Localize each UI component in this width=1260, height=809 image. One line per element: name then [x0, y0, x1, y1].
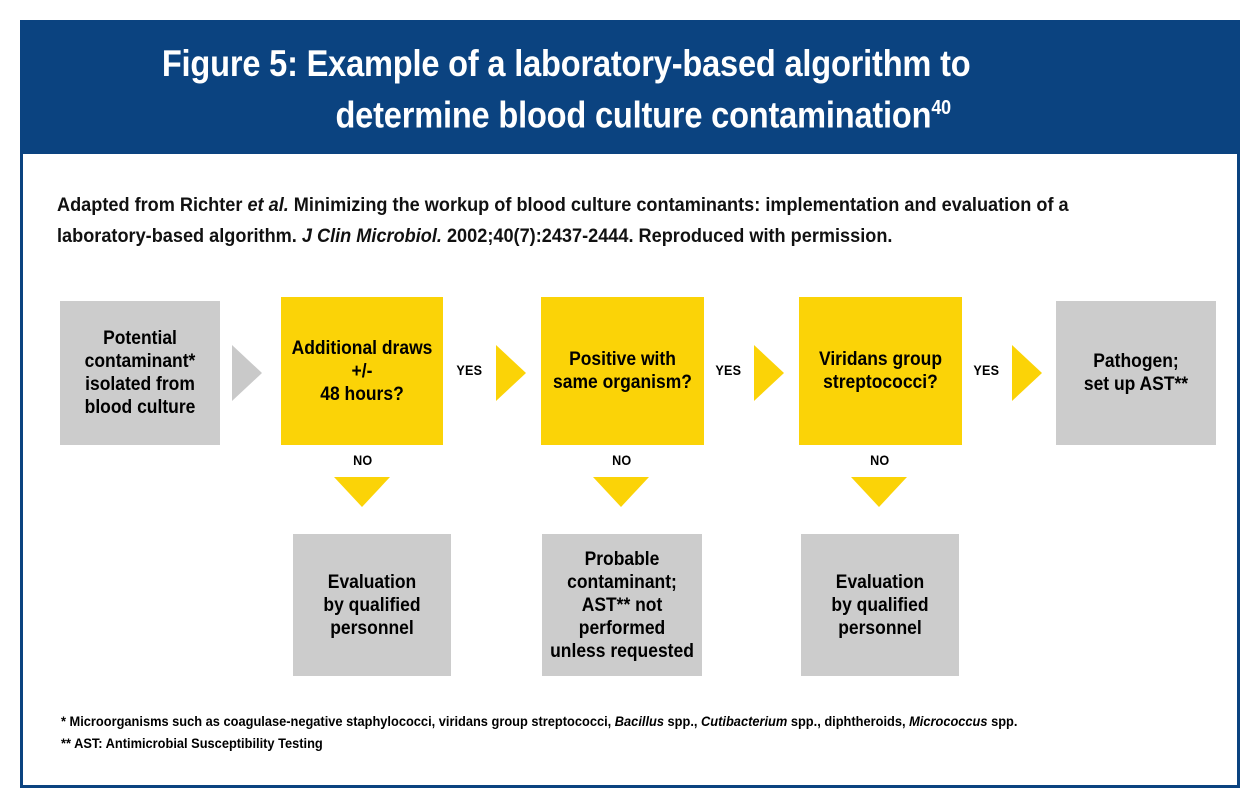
figure-title-reference: 40: [931, 97, 951, 119]
figure-footnotes: * Microorganisms such as coagulase-negat…: [61, 711, 1135, 755]
arrow-yes-1-icon: [496, 345, 526, 401]
arrow-no-2-icon: [593, 477, 649, 507]
flow-node-decision-additional-draws-label: Additional draws +/- 48 hours?: [291, 337, 433, 405]
flow-node-decision-positive-same-organism: Positive with same organism?: [541, 297, 704, 445]
arrow-label-no-3: NO: [870, 452, 890, 468]
footnote-1-d: spp.: [987, 714, 1018, 729]
source-part1: Adapted from Richter: [57, 194, 248, 216]
flow-node-decision-viridans-group-streptococci: Viridans group streptococci?: [799, 297, 962, 445]
source-italic-etal: et al.: [247, 194, 289, 216]
arrow-label-no-2: NO: [612, 452, 632, 468]
arrow-label-no-1: NO: [353, 452, 373, 468]
arrow-label-yes-2: YES: [715, 362, 742, 378]
flow-node-outcome-evaluation-2-label: Evaluation by qualified personnel: [831, 571, 929, 639]
source-part3: 2002;40(7):2437-2444. Reproduced with pe…: [441, 225, 893, 247]
flow-node-decision-additional-draws: Additional draws +/- 48 hours?: [281, 297, 443, 445]
flow-node-start: Potential contaminant* isolated from blo…: [60, 301, 220, 445]
footnote-microorganisms: * Microorganisms such as coagulase-negat…: [61, 711, 1135, 733]
flow-node-decision-positive-same-organism-label: Positive with same organism?: [553, 349, 692, 393]
flow-node-decision-viridans-group-streptococci-label: Viridans group streptococci?: [818, 349, 943, 393]
flow-node-outcome-probable-contaminant-label: Probable contaminant; AST** not performe…: [550, 548, 694, 662]
flowchart: Potential contaminant* isolated from blo…: [23, 154, 1237, 785]
figure-title-line2-text: determine blood culture contamination: [335, 94, 932, 136]
figure-container: Figure 5: Example of a laboratory-based …: [20, 20, 1240, 788]
source-italic-journal: J Clin Microbiol.: [301, 225, 442, 247]
arrow-yes-3-icon: [1012, 345, 1042, 401]
flow-node-outcome-evaluation-1-label: Evaluation by qualified personnel: [323, 571, 421, 639]
footnote-1-a: * Microorganisms such as coagulase-negat…: [61, 714, 615, 729]
figure-body-panel: Adapted from Richter et al. Minimizing t…: [20, 154, 1240, 788]
footnote-1-italic-micrococcus: Micrococcus: [909, 714, 988, 729]
flow-node-end-pathogen: Pathogen; set up AST**: [1056, 301, 1216, 445]
arrow-no-3-icon: [851, 477, 907, 507]
flow-node-outcome-evaluation-1: Evaluation by qualified personnel: [293, 534, 451, 676]
arrow-no-1-icon: [334, 477, 390, 507]
flow-node-end-pathogen-label: Pathogen; set up AST**: [1083, 351, 1189, 395]
arrow-label-yes-1: YES: [456, 362, 483, 378]
footnote-ast-definition: ** AST: Antimicrobial Susceptibility Tes…: [61, 736, 323, 751]
flow-node-outcome-evaluation-2: Evaluation by qualified personnel: [801, 534, 959, 676]
figure-title-line1: Figure 5: Example of a laboratory-based …: [161, 43, 971, 84]
flow-node-start-label: Potential contaminant* isolated from blo…: [84, 328, 196, 418]
source-attribution: Adapted from Richter et al. Minimizing t…: [57, 190, 1071, 252]
footnote-1-b: spp.,: [663, 714, 702, 729]
arrow-label-yes-3: YES: [973, 362, 1000, 378]
footnote-1-c: spp., diphtheroids,: [787, 714, 910, 729]
figure-title-line2: determine blood culture contamination40: [128, 86, 1131, 137]
flow-node-outcome-probable-contaminant: Probable contaminant; AST** not performe…: [542, 534, 702, 676]
arrow-yes-2-icon: [754, 345, 784, 401]
figure-header-band: Figure 5: Example of a laboratory-based …: [20, 20, 1240, 154]
source-part2: Minimizing the workup of blood culture c…: [57, 194, 1069, 247]
arrow-start-to-decision1-icon: [232, 345, 262, 401]
footnote-1-italic-bacillus: Bacillus: [614, 714, 664, 729]
footnote-1-italic-cutibacterium: Cutibacterium: [701, 714, 788, 729]
figure-title: Figure 5: Example of a laboratory-based …: [93, 42, 1167, 137]
